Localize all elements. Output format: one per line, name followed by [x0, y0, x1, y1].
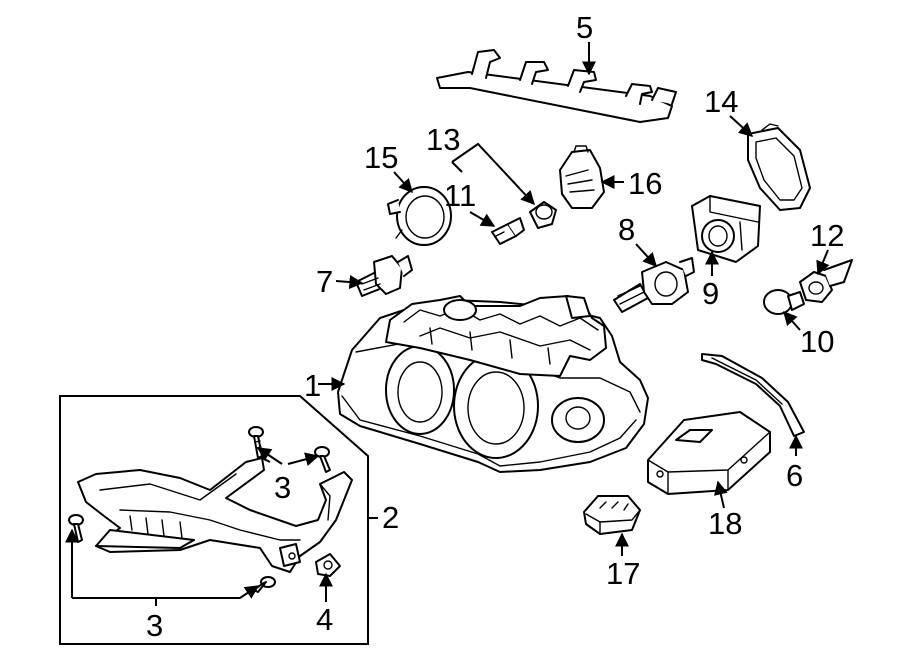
- part-16-cap: [559, 145, 605, 209]
- callout-labels: 5 14 15 13 11 16 7 8 9 12 10 1 6 18 17 2…: [146, 10, 844, 643]
- leader-lines: [65, 42, 830, 606]
- part-7-bulb: [355, 255, 413, 297]
- callout-10: 10: [800, 324, 834, 359]
- callout-17: 17: [606, 556, 640, 591]
- part-9-module: [691, 195, 761, 263]
- callout-14: 14: [704, 84, 738, 119]
- callout-9: 9: [702, 276, 719, 311]
- part-11-bulb: [491, 217, 525, 245]
- callout-5: 5: [576, 10, 593, 45]
- part-10-bulb: [763, 289, 805, 315]
- part-8-bulb: [613, 257, 695, 313]
- callout-11: 11: [444, 178, 476, 213]
- inset-box: [59, 395, 378, 645]
- part-15-ring: [387, 186, 452, 246]
- callout-15: 15: [364, 140, 398, 175]
- part-13-socket: [529, 201, 557, 229]
- part-12-socket: [799, 259, 853, 303]
- part-18-control-unit: [647, 411, 771, 495]
- callout-12: 12: [810, 218, 844, 253]
- callout-4: 4: [316, 602, 333, 637]
- part-3-screw-a: [248, 426, 264, 459]
- part-3-screw-b: [314, 446, 331, 473]
- callout-3-lower: 3: [146, 608, 163, 643]
- callout-16: 16: [628, 166, 662, 201]
- callout-6: 6: [786, 458, 803, 493]
- part-2-bracket: [77, 457, 353, 573]
- callout-8: 8: [618, 212, 635, 247]
- part-1-headlamp: [337, 295, 649, 473]
- callout-18: 18: [708, 506, 742, 541]
- callout-1: 1: [304, 368, 321, 403]
- part-17-connector: [583, 495, 641, 535]
- callout-3-upper: 3: [274, 470, 291, 505]
- part-3-screw-d: [253, 576, 276, 593]
- part-4-nut: [315, 553, 341, 577]
- part-5-bracket: [436, 49, 677, 123]
- callout-2: 2: [382, 500, 399, 535]
- callout-7: 7: [316, 264, 333, 299]
- part-14-frame: [747, 123, 811, 211]
- callout-13: 13: [426, 122, 460, 157]
